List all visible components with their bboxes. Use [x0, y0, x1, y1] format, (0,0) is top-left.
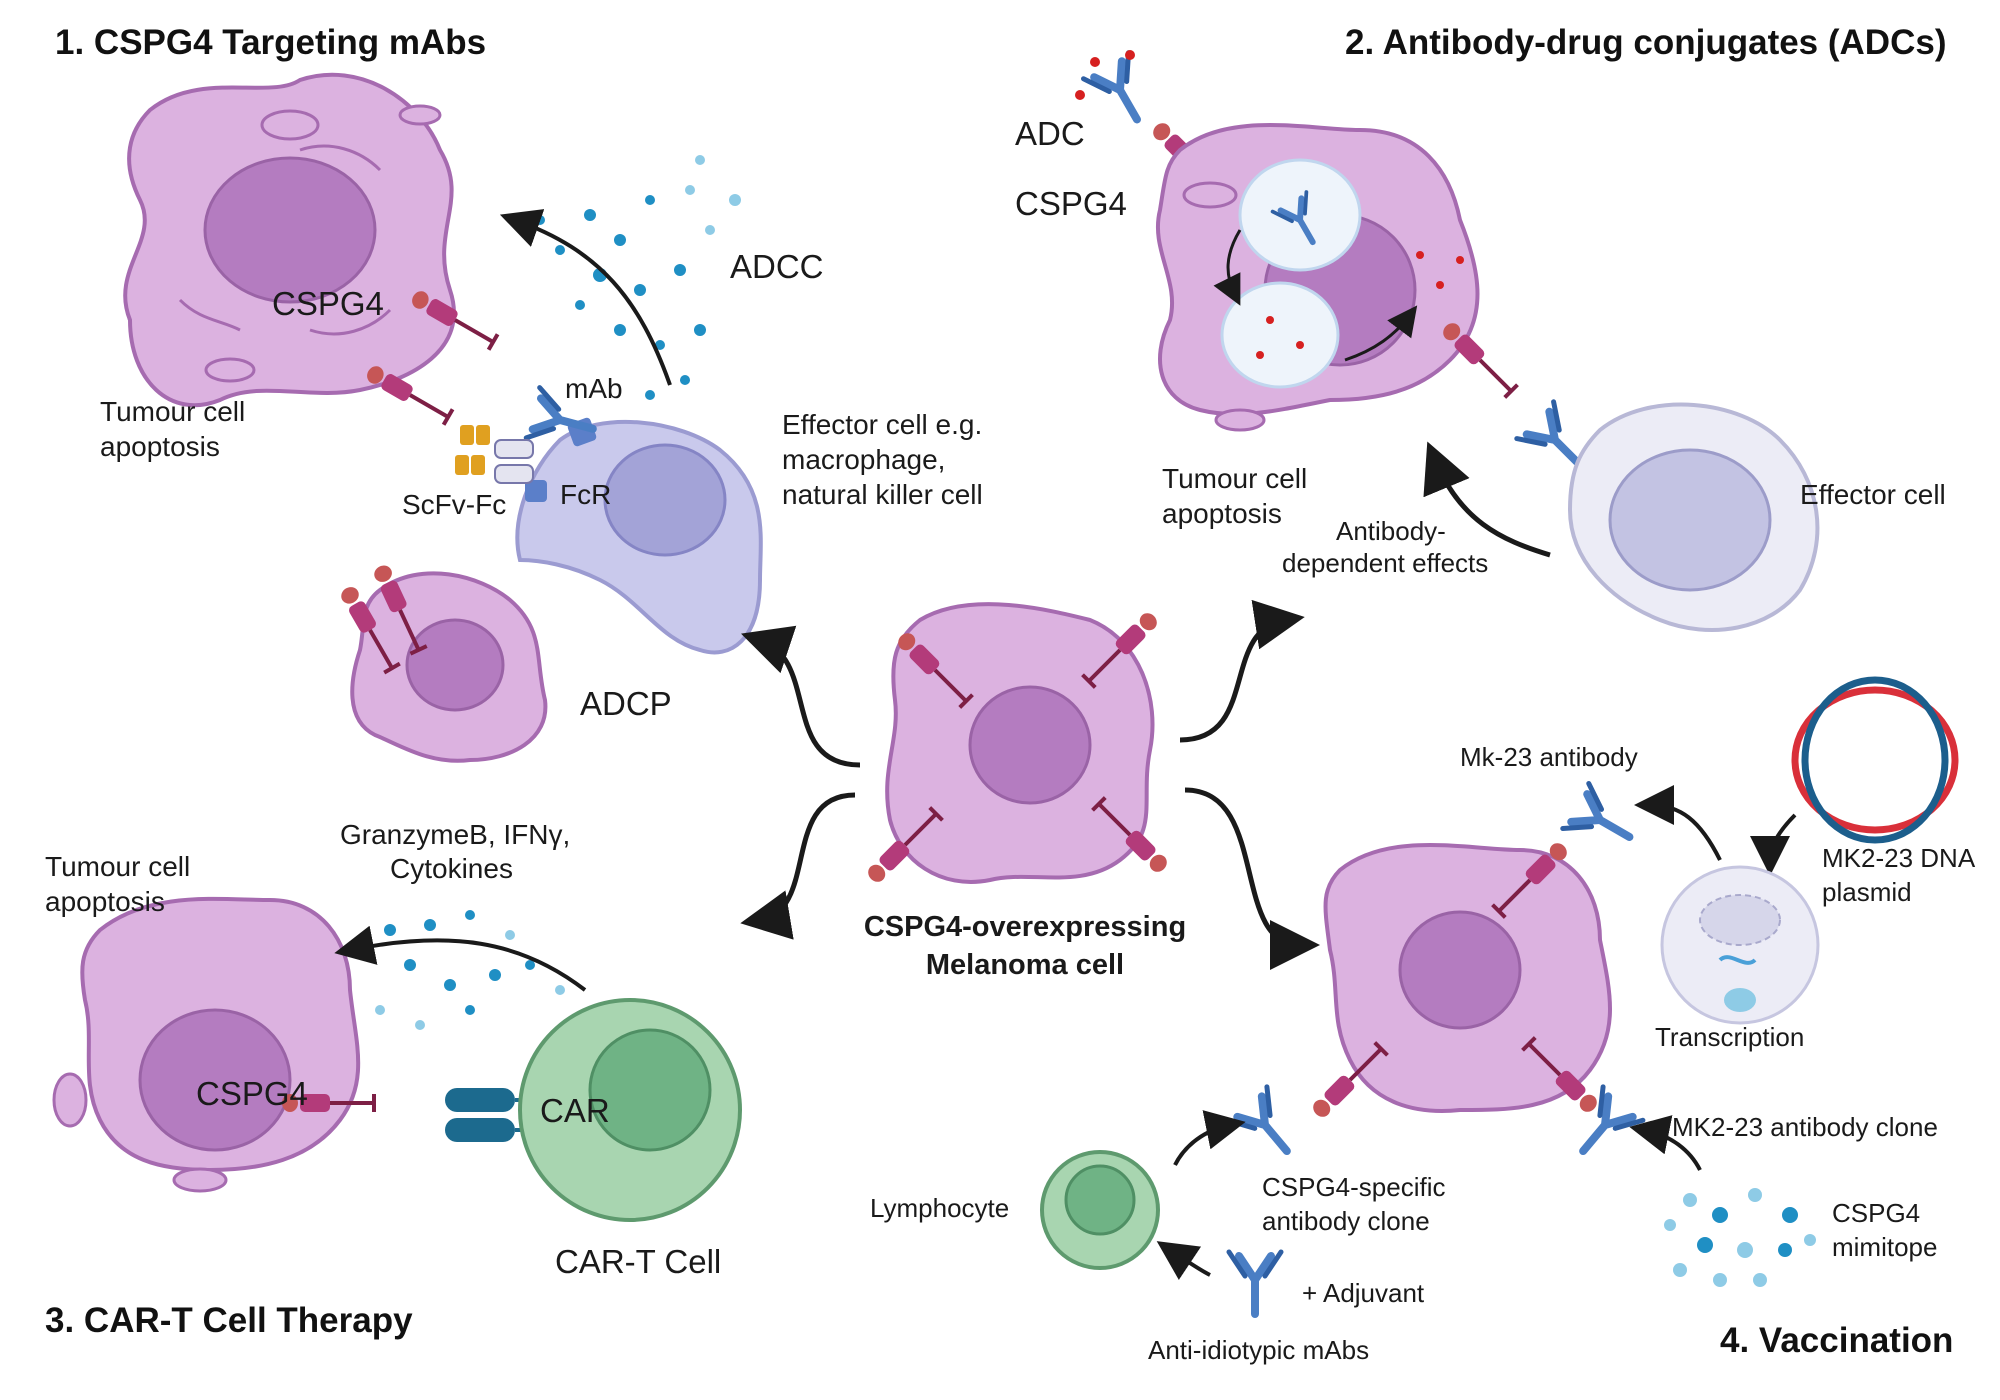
lymphocyte-label: Lymphocyte	[870, 1193, 1010, 1223]
effector-cell-s1	[515, 419, 763, 655]
s2-apoptosis-line2: apoptosis	[1162, 498, 1282, 529]
transcription-label: Transcription	[1655, 1022, 1805, 1052]
granzyme-arrow	[334, 925, 587, 992]
mab-label: mAb	[565, 373, 623, 404]
center-label-line1: CSPG4-overexpressing	[863, 911, 1187, 943]
granzyme-dots	[375, 910, 565, 1030]
car-t-cell	[518, 998, 742, 1222]
plasmid-line1: MK2-23 DNA	[1822, 843, 1976, 873]
granzyme-line1: GranzymeB, IFNγ,	[340, 819, 571, 850]
s2-effector-label: Effector cell	[1800, 479, 1946, 510]
fcr-label: FcR	[560, 479, 612, 510]
anti-idiotypic-antibody	[1229, 1252, 1281, 1314]
title-section-4: 4. Vaccination	[1720, 1321, 1954, 1360]
anti-idiotypic-arrow	[1156, 1241, 1211, 1280]
mk23-clone-label: MK2-23 antibody clone	[1672, 1112, 1938, 1142]
adc-drug-dots-free	[1075, 50, 1135, 100]
arrow-to-s2	[1179, 599, 1305, 743]
anti-idiotypic-label: Anti-idiotypic mAbs	[1148, 1335, 1370, 1365]
adc-label: ADC	[1015, 115, 1085, 152]
antibody-dependent-line1: Antibody-	[1336, 516, 1446, 546]
specific-clone-line2: antibody clone	[1262, 1206, 1430, 1236]
effector-line2: macrophage,	[782, 444, 946, 475]
tumour-cell-s3	[52, 896, 361, 1193]
transcription-cell	[1660, 865, 1820, 1025]
s1-cspg4-label: CSPG4	[272, 285, 384, 322]
mimitope-arrow	[1629, 1115, 1702, 1171]
s3-apoptosis-line2: apoptosis	[45, 886, 165, 917]
adcp-label: ADCP	[580, 685, 672, 722]
s1-apoptosis-line1: Tumour cell	[100, 396, 246, 427]
arrow-to-s3	[740, 792, 856, 940]
cspg4-specific-antibody	[1227, 1087, 1307, 1168]
s2-apoptosis-line1: Tumour cell	[1162, 463, 1308, 494]
released-payload	[1256, 251, 1464, 359]
mimitope-dots	[1664, 1188, 1816, 1287]
granzyme-line2: Cytokines	[390, 853, 513, 884]
effector-line3: natural killer cell	[782, 479, 983, 510]
lymphocyte-cell	[1040, 1150, 1160, 1270]
center-label-line2: Melanoma cell	[925, 949, 1125, 981]
arrow-to-s4	[1184, 787, 1320, 970]
mimitope-line1: CSPG4	[1832, 1198, 1921, 1228]
antibody-dependent-line2: dependent effects	[1282, 548, 1489, 578]
arrow-to-s1	[741, 625, 861, 768]
scfv-fc	[455, 425, 534, 484]
plasmid-arrow	[1750, 813, 1797, 876]
s3-cspg4-label: CSPG4	[196, 1075, 308, 1112]
mk23-antibody	[1563, 783, 1643, 859]
adjuvant-label: + Adjuvant	[1302, 1278, 1425, 1308]
scfv-label: ScFv-Fc	[402, 489, 507, 520]
effector-cell-s2	[1567, 402, 1820, 632]
title-section-1: 1. CSPG4 Targeting mAbs	[55, 23, 487, 62]
car-label: CAR	[540, 1092, 610, 1129]
lymphocyte-arrow	[1173, 1110, 1246, 1166]
adcc-arrow	[499, 209, 672, 386]
mimitope-line2: mimitope	[1832, 1232, 1938, 1262]
adcc-dots	[535, 155, 741, 400]
tumour-cell-s1	[123, 72, 456, 408]
s2-cspg4-label: CSPG4	[1015, 185, 1127, 222]
s1-apoptosis-line2: apoptosis	[100, 431, 220, 462]
tumour-cell-s2	[1155, 123, 1480, 432]
antibody-dependent-arrow	[1423, 441, 1551, 558]
dna-plasmid	[1791, 676, 1959, 844]
effector-line1: Effector cell e.g.	[782, 409, 983, 440]
mk23-antibody-label: Mk-23 antibody	[1460, 742, 1638, 772]
title-section-3: 3. CAR-T Cell Therapy	[45, 1301, 413, 1340]
tumour-cell-s4	[1323, 843, 1612, 1113]
specific-clone-line1: CSPG4-specific	[1262, 1172, 1446, 1202]
title-section-2: 2. Antibody-drug conjugates (ADCs)	[1345, 23, 1947, 62]
plasmid-line2: plasmid	[1822, 877, 1912, 907]
adcp-tumour-cell	[350, 571, 548, 763]
melanoma-cell-center	[885, 602, 1155, 884]
adcc-label: ADCC	[730, 248, 824, 285]
car-t-cell-label: CAR-T Cell	[555, 1243, 722, 1280]
transcription-arrow	[1634, 785, 1722, 861]
s3-apoptosis-line1: Tumour cell	[45, 851, 191, 882]
